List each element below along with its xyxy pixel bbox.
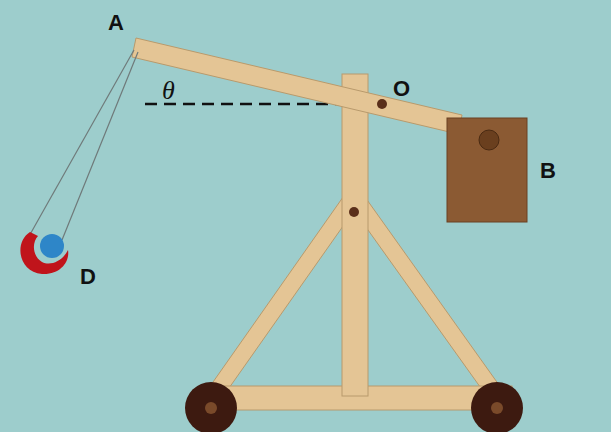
post-bolt bbox=[349, 207, 359, 217]
left-leg bbox=[206, 190, 360, 398]
projectile-label: D bbox=[80, 266, 96, 288]
sling-rope bbox=[62, 52, 138, 240]
counterweight-label: B bbox=[540, 160, 556, 182]
counterweight-bolt bbox=[479, 130, 499, 150]
pivot-label: O bbox=[393, 78, 410, 100]
wheel bbox=[471, 382, 523, 432]
angle-label: θ bbox=[162, 78, 175, 104]
sling-rope bbox=[28, 50, 134, 238]
projectile bbox=[40, 234, 64, 258]
throwing-arm bbox=[132, 38, 462, 134]
counterweight bbox=[447, 118, 527, 222]
wheel bbox=[185, 382, 237, 432]
pivot bbox=[377, 99, 387, 109]
point-label: A bbox=[108, 12, 124, 34]
sling-pouch bbox=[20, 232, 68, 274]
vertical-post bbox=[342, 74, 368, 396]
wheel-hub bbox=[205, 402, 217, 414]
wheel-hub bbox=[491, 402, 503, 414]
